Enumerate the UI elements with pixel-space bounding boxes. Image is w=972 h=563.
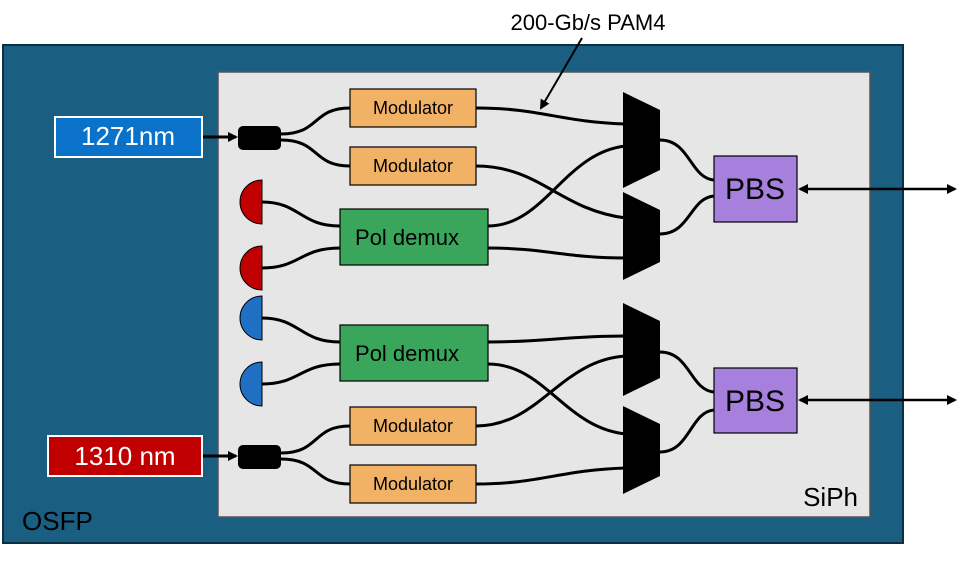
pbs-1 [713,155,798,223]
wavelength-mux-3 [623,303,660,396]
wavelength-mux-2 [623,192,660,280]
modulator-3 [349,406,477,446]
splitter-top [238,126,281,150]
laser-1310-label: 1310 nm [74,441,175,471]
siph-label: SiPh [803,482,858,512]
splitter-bottom [238,445,281,469]
pol-demux-2 [339,324,489,382]
pol-demux-2-label: Pol demux [355,341,459,366]
osfp-label: OSFP [22,506,93,536]
laser-1271-label: 1271nm [81,121,175,151]
laser-1271-box [54,116,203,158]
laser-1310-box [47,435,203,477]
modulator-2-label: Modulator [373,156,453,176]
modulator-4-label: Modulator [373,474,453,494]
pbs-2-label: PBS [725,385,785,418]
photodetector-red-2 [239,245,263,291]
photodetector-red-1 [239,179,263,225]
photodetector-blue-2 [239,361,263,407]
modulator-3-label: Modulator [373,416,453,436]
modulator-1 [349,88,477,128]
modulator-2 [349,146,477,186]
pol-demux-1 [339,208,489,266]
annotation-pointer [539,37,583,110]
waveguides [202,106,715,486]
pbs-2 [713,367,798,434]
wavelength-mux-1 [623,92,660,188]
modulator-4 [349,464,477,504]
wavelength-mux-4 [623,406,660,494]
pol-demux-1-label: Pol demux [355,225,459,250]
modulator-1-label: Modulator [373,98,453,118]
annotation-text: 200-Gb/s PAM4 [511,10,666,35]
pbs-1-label: PBS [725,173,785,206]
siph-chip [217,71,871,518]
photodetector-blue-1 [239,295,263,341]
